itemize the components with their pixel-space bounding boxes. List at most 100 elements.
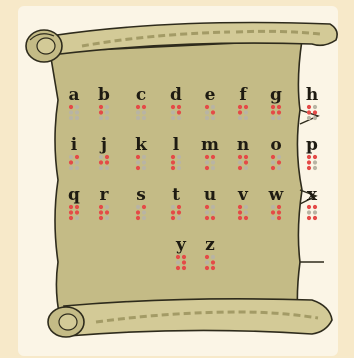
braille-dot-flat: [277, 166, 281, 170]
braille-cell-x: x: [307, 185, 318, 220]
braille-dot-flat: [105, 105, 109, 109]
braille-dot-flat: [105, 116, 109, 120]
braille-dot-raised: [238, 155, 242, 159]
braille-dot-flat: [205, 116, 209, 120]
braille-dot-flat: [142, 110, 146, 114]
braille-dot-flat: [211, 210, 215, 214]
braille-dot-raised: [142, 205, 146, 209]
braille-dot-raised: [182, 260, 186, 264]
braille-dot-raised: [136, 155, 140, 159]
braille-dot-raised: [277, 105, 281, 109]
braille-dot-flat: [69, 155, 73, 159]
braille-dot-raised: [182, 255, 186, 259]
braille-letter-i: i: [71, 135, 78, 155]
braille-letter-r: r: [100, 185, 110, 205]
braille-dot-flat: [238, 160, 242, 164]
braille-dot-raised: [307, 110, 311, 114]
braille-dot-flat: [211, 255, 215, 259]
braille-dot-flat: [307, 210, 311, 214]
braille-dot-raised: [69, 205, 73, 209]
braille-dot-flat: [171, 110, 175, 114]
braille-letter-v: v: [237, 185, 249, 205]
braille-dot-flat: [271, 205, 275, 209]
braille-dot-flat: [136, 160, 140, 164]
braille-dot-raised: [99, 205, 103, 209]
braille-dot-flat: [142, 166, 146, 170]
braille-dot-flat: [136, 205, 140, 209]
braille-dot-raised: [271, 210, 275, 214]
braille-dot-flat: [307, 116, 311, 120]
braille-dot-flat: [271, 160, 275, 164]
braille-dot-raised: [99, 210, 103, 214]
braille-dot-flat: [205, 160, 209, 164]
braille-dot-flat: [176, 260, 180, 264]
braille-dot-flat: [211, 116, 215, 120]
braille-dot-flat: [171, 116, 175, 120]
braille-dot-raised: [176, 266, 180, 270]
braille-dot-flat: [105, 216, 109, 220]
braille-letter-y: y: [175, 235, 187, 255]
braille-dot-flat: [205, 260, 209, 264]
braille-letter-x: x: [307, 185, 318, 205]
braille-dot-raised: [69, 216, 73, 220]
braille-dot-raised: [271, 155, 275, 159]
braille-dot-raised: [238, 105, 242, 109]
braille-dot-raised: [313, 216, 317, 220]
braille-dot-raised: [211, 110, 215, 114]
braille-dot-raised: [75, 205, 79, 209]
braille-dot-flat: [313, 116, 317, 120]
braille-dot-raised: [244, 155, 248, 159]
braille-dot-raised: [171, 155, 175, 159]
braille-dot-raised: [271, 105, 275, 109]
braille-dot-flat: [142, 116, 146, 120]
braille-dot-raised: [182, 266, 186, 270]
braille-dot-flat: [142, 155, 146, 159]
braille-dot-flat: [244, 110, 248, 114]
braille-letter-p: p: [306, 135, 318, 155]
braille-letter-z: z: [205, 235, 215, 255]
braille-dot-flat: [211, 205, 215, 209]
braille-dot-flat: [136, 116, 140, 120]
braille-dot-raised: [99, 216, 103, 220]
braille-dot-raised: [244, 105, 248, 109]
braille-dot-raised: [99, 105, 103, 109]
braille-dot-flat: [244, 205, 248, 209]
braille-dot-raised: [105, 160, 109, 164]
braille-dot-flat: [99, 155, 103, 159]
braille-letter-q: q: [68, 185, 80, 205]
braille-dot-raised: [211, 260, 215, 264]
braille-dot-raised: [69, 210, 73, 214]
braille-letter-a: a: [68, 85, 79, 105]
braille-letter-e: e: [205, 85, 216, 105]
braille-dot-raised: [69, 160, 73, 164]
braille-dot-raised: [136, 210, 140, 214]
braille-dot-flat: [69, 166, 73, 170]
braille-dot-flat: [75, 160, 79, 164]
braille-letter-h: h: [306, 85, 318, 105]
braille-dot-flat: [211, 166, 215, 170]
braille-letter-j: j: [99, 135, 107, 155]
braille-dot-flat: [205, 210, 209, 214]
braille-dot-raised: [211, 216, 215, 220]
braille-letter-m: m: [201, 135, 219, 155]
braille-dot-raised: [99, 110, 103, 114]
braille-dot-flat: [313, 105, 317, 109]
braille-letter-o: o: [270, 135, 281, 155]
braille-dot-flat: [277, 116, 281, 120]
scroll-body: [50, 40, 302, 318]
braille-dot-raised: [205, 255, 209, 259]
braille-dot-flat: [211, 160, 215, 164]
braille-dot-flat: [99, 166, 103, 170]
braille-letter-s: s: [136, 185, 146, 205]
braille-dot-raised: [307, 155, 311, 159]
braille-dot-raised: [238, 210, 242, 214]
braille-dot-raised: [99, 160, 103, 164]
braille-dot-raised: [177, 205, 181, 209]
braille-dot-raised: [136, 216, 140, 220]
braille-dot-flat: [177, 166, 181, 170]
braille-dot-raised: [277, 110, 281, 114]
braille-dot-flat: [177, 216, 181, 220]
braille-dot-flat: [177, 155, 181, 159]
braille-letter-n: n: [237, 135, 249, 155]
